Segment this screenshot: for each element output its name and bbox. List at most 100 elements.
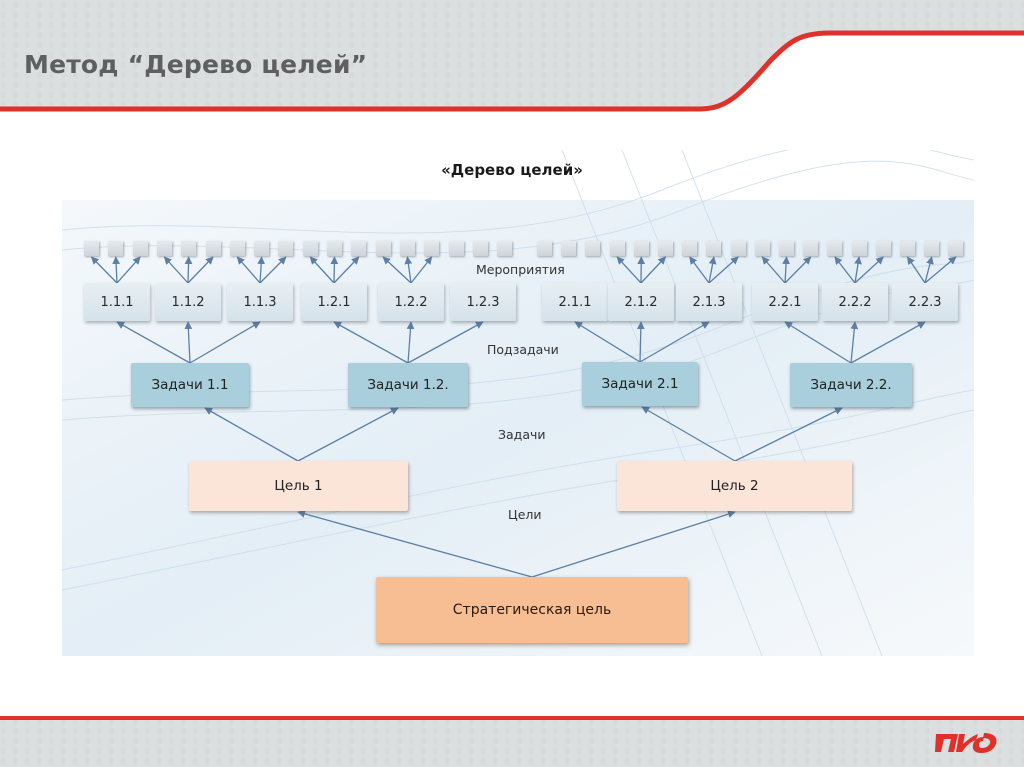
subtask-label: 1.2.2 bbox=[394, 294, 428, 310]
activity-square[interactable] bbox=[424, 241, 440, 256]
activity-square[interactable] bbox=[497, 241, 513, 256]
subtask-box-1-1-3[interactable]: 1.1.3 bbox=[227, 283, 293, 321]
activity-square[interactable] bbox=[827, 241, 843, 256]
subtask-box-1-2-3[interactable]: 1.2.3 bbox=[450, 283, 516, 321]
activity-arrow bbox=[708, 256, 739, 284]
activity-arrow bbox=[640, 256, 667, 284]
goal-label: Цель 2 bbox=[710, 478, 759, 494]
activity-square[interactable] bbox=[375, 241, 391, 256]
goal-arrow bbox=[531, 510, 736, 578]
subtask-box-2-2-1[interactable]: 2.2.1 bbox=[752, 283, 818, 321]
activity-square[interactable] bbox=[399, 241, 415, 256]
activity-arrow bbox=[257, 256, 266, 284]
subtask-arrow bbox=[636, 321, 645, 363]
subtask-box-2-1-2[interactable]: 2.1.2 bbox=[608, 283, 674, 321]
activity-square[interactable] bbox=[924, 241, 940, 256]
subtask-arrow bbox=[184, 321, 193, 364]
activity-square[interactable] bbox=[254, 241, 270, 256]
activity-square[interactable] bbox=[730, 241, 746, 256]
activity-square[interactable] bbox=[302, 241, 318, 256]
slide-title: Метод “Дерево целей” bbox=[24, 50, 368, 79]
activity-square[interactable] bbox=[851, 241, 867, 256]
subtask-box-1-1-1[interactable]: 1.1.1 bbox=[84, 283, 150, 321]
goal-box-2[interactable]: Цель 2 bbox=[617, 461, 852, 511]
activity-arrow bbox=[924, 256, 934, 284]
subtask-box-2-2-2[interactable]: 2.2.2 bbox=[822, 283, 888, 321]
task-label: Задачи 2.1 bbox=[601, 376, 679, 392]
subtask-label: 2.2.1 bbox=[768, 294, 802, 310]
subtask-box-2-1-1[interactable]: 2.1.1 bbox=[542, 283, 608, 321]
task-arrow bbox=[641, 406, 736, 462]
activity-square[interactable] bbox=[108, 241, 124, 256]
activity-square[interactable] bbox=[351, 241, 367, 256]
subtask-label: 1.1.3 bbox=[243, 294, 277, 310]
activity-square[interactable] bbox=[779, 241, 794, 256]
subtask-label: 1.1.2 bbox=[171, 294, 205, 310]
subtask-box-1-1-2[interactable]: 1.1.2 bbox=[155, 283, 221, 321]
activity-square[interactable] bbox=[875, 241, 891, 256]
subtask-label: 2.1.3 bbox=[692, 294, 726, 310]
activity-square[interactable] bbox=[205, 241, 221, 256]
task-box-2-1[interactable]: Задачи 2.1 bbox=[582, 362, 698, 406]
activity-square[interactable] bbox=[132, 241, 148, 256]
task-label: Задачи 1.2. bbox=[367, 377, 449, 393]
activity-square[interactable] bbox=[754, 241, 770, 256]
activity-square[interactable] bbox=[585, 241, 601, 256]
activity-square[interactable] bbox=[327, 241, 342, 256]
activity-arrow bbox=[834, 256, 856, 284]
activity-square[interactable] bbox=[84, 241, 99, 256]
activity-square[interactable] bbox=[682, 241, 698, 256]
subtask-box-1-2-2[interactable]: 1.2.2 bbox=[378, 283, 444, 321]
subtask-label: 1.2.3 bbox=[466, 294, 500, 310]
subtask-label: 2.2.3 bbox=[908, 294, 942, 310]
rzd-logo-icon bbox=[935, 733, 997, 753]
activity-square[interactable] bbox=[278, 241, 294, 256]
subtask-label: 2.2.2 bbox=[838, 294, 872, 310]
activity-arrow bbox=[616, 256, 642, 284]
subtask-box-2-1-3[interactable]: 2.1.3 bbox=[676, 283, 742, 321]
slide-footer bbox=[0, 716, 1024, 767]
task-arrow bbox=[204, 407, 299, 462]
level-label-goals: Цели bbox=[508, 507, 542, 522]
subtask-arrow bbox=[574, 321, 641, 363]
subtask-arrow bbox=[406, 321, 415, 364]
activity-square[interactable] bbox=[658, 241, 673, 256]
subtask-label: 1.2.1 bbox=[317, 294, 351, 310]
activity-square[interactable] bbox=[181, 241, 197, 256]
activity-square[interactable] bbox=[633, 241, 649, 256]
task-box-1-1[interactable]: Задачи 1.1 bbox=[131, 363, 249, 407]
activity-arrow bbox=[112, 256, 121, 284]
activity-square[interactable] bbox=[472, 241, 488, 256]
subtask-label: 2.1.1 bbox=[558, 294, 592, 310]
task-label: Задачи 1.1 bbox=[151, 377, 229, 393]
goal-box-1[interactable]: Цель 1 bbox=[189, 461, 408, 511]
activity-square[interactable] bbox=[561, 241, 577, 256]
strategic-goal-box[interactable]: Стратегическая цель bbox=[376, 577, 688, 643]
activity-square[interactable] bbox=[900, 241, 915, 256]
activity-arrow bbox=[259, 256, 287, 284]
subtask-arrow bbox=[189, 321, 261, 364]
subtask-arrow bbox=[784, 321, 852, 364]
task-box-2-2[interactable]: Задачи 2.2. bbox=[790, 363, 912, 407]
subtask-box-2-2-3[interactable]: 2.2.3 bbox=[892, 283, 958, 321]
task-arrow bbox=[297, 407, 399, 462]
task-box-1-2[interactable]: Задачи 1.2. bbox=[348, 363, 468, 407]
goal-arrow bbox=[297, 510, 533, 578]
activity-square[interactable] bbox=[229, 241, 245, 256]
activity-arrow bbox=[924, 256, 957, 284]
activity-arrow bbox=[90, 256, 118, 284]
activity-arrow bbox=[782, 256, 790, 284]
activity-arrow bbox=[116, 256, 141, 284]
activity-square[interactable] bbox=[537, 241, 552, 256]
activity-square[interactable] bbox=[609, 241, 625, 256]
activity-square[interactable] bbox=[448, 241, 464, 256]
subtask-box-1-2-1[interactable]: 1.2.1 bbox=[301, 283, 367, 321]
activity-arrow bbox=[163, 256, 189, 284]
activity-square[interactable] bbox=[156, 241, 172, 256]
activity-square[interactable] bbox=[948, 241, 964, 256]
activity-square[interactable] bbox=[803, 241, 819, 256]
subtask-arrow bbox=[116, 321, 191, 364]
subtask-arrow bbox=[850, 321, 859, 364]
activity-square[interactable] bbox=[706, 241, 722, 256]
